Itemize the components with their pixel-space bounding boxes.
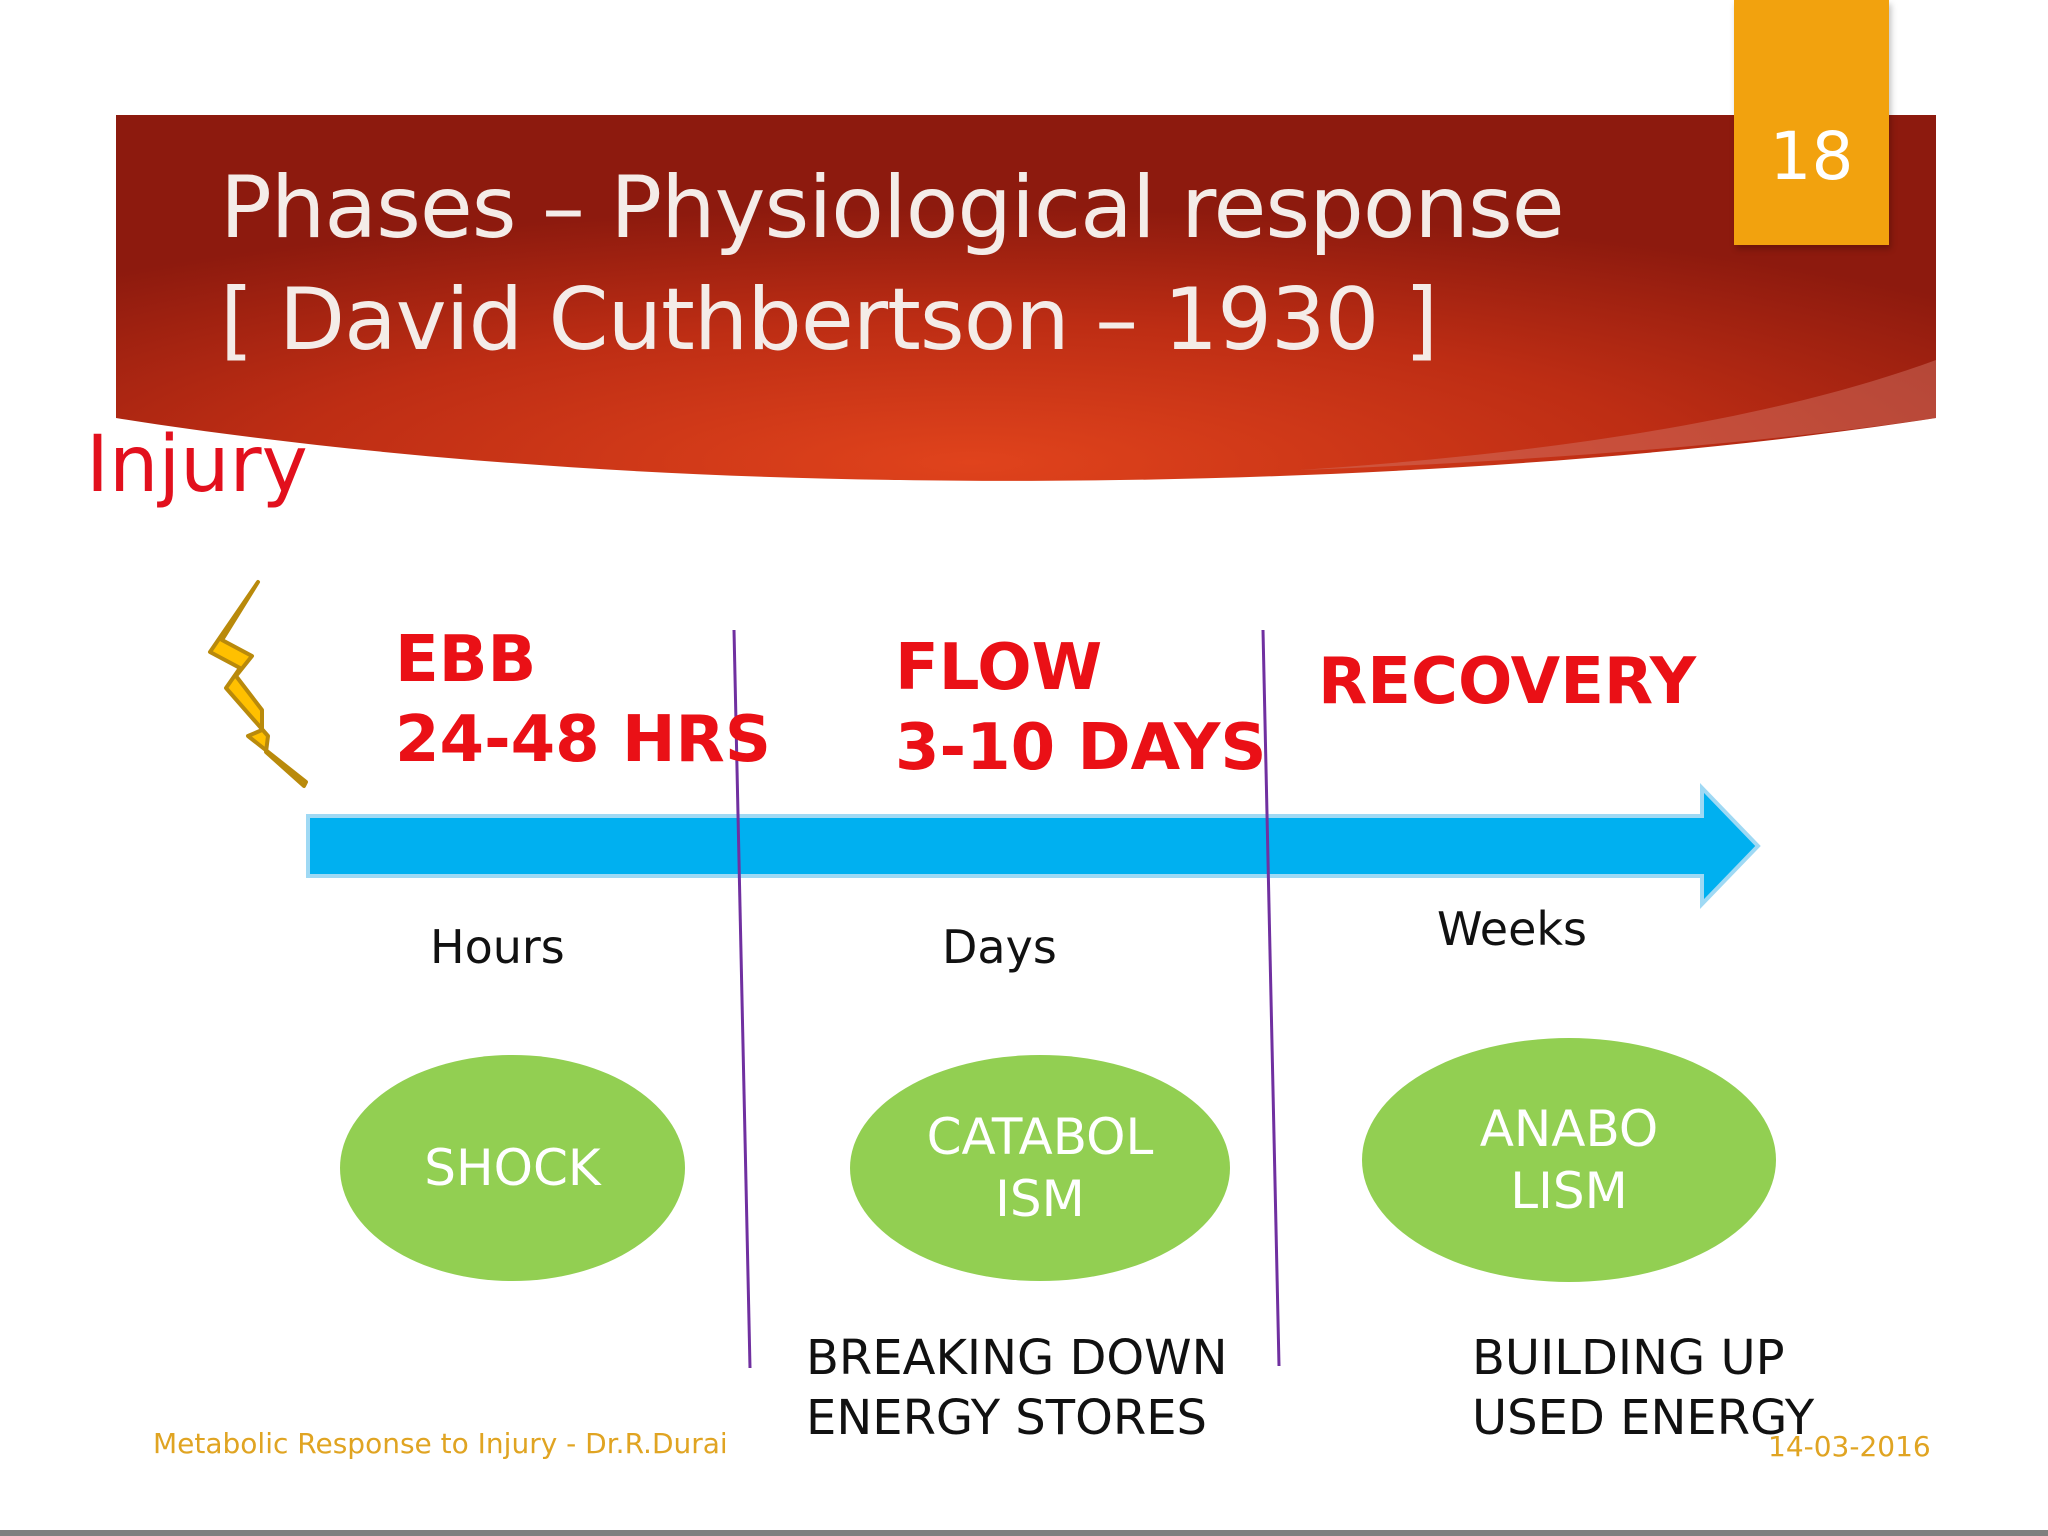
phase-flow-process-ellipse: CATABOL ISM — [850, 1055, 1230, 1281]
phase-flow-title-line-1: FLOW — [895, 631, 1103, 705]
phase-recovery-process: ANABO LISM — [1479, 1100, 1659, 1220]
injury-label: Injury — [86, 420, 308, 510]
phase-divider-1 — [732, 629, 752, 1369]
slide-title-line-2: [ David Cuthbertson – 1930 ] — [220, 270, 1438, 370]
slide-number-badge: 18 — [1734, 0, 1889, 245]
phase-ebb-process: SHOCK — [424, 1139, 601, 1197]
phase-recovery-time: Weeks — [1437, 902, 1587, 956]
phase-flow-title-line-2: 3-10 DAYS — [895, 711, 1267, 785]
bottom-border — [0, 1530, 2048, 1536]
timeline-arrow — [306, 783, 1761, 909]
phase-ebb-time: Hours — [430, 920, 565, 974]
footer-date: 14-03-2016 — [1768, 1430, 1931, 1463]
phase-ebb-title-line-1: EBB — [395, 623, 537, 697]
footer-left: Metabolic Response to Injury - Dr.R.Dura… — [153, 1427, 728, 1460]
phase-ebb-process-ellipse: SHOCK — [340, 1055, 685, 1281]
title-banner — [116, 115, 1936, 481]
lightning-icon — [208, 580, 308, 788]
phase-flow-title: FLOW 3-10 DAYS — [895, 628, 1266, 788]
phase-recovery-title: RECOVERY — [1318, 642, 1696, 722]
phase-flow-process: CATABOL ISM — [926, 1108, 1154, 1228]
phase-flow-time: Days — [942, 920, 1057, 974]
phase-recovery-process-ellipse: ANABO LISM — [1362, 1038, 1776, 1282]
phase-flow-description: BREAKING DOWN ENERGY STORES — [806, 1330, 1228, 1446]
phase-ebb-title-line-2: 24-48 HRS — [395, 703, 771, 777]
phase-recovery-description: BUILDING UP USED ENERGY — [1472, 1330, 1815, 1446]
slide-title-line-1: Phases – Physiological response — [220, 158, 1565, 258]
slide-number: 18 — [1769, 118, 1854, 195]
phase-recovery-title-line-1: RECOVERY — [1318, 645, 1697, 719]
phase-divider-2 — [1261, 629, 1281, 1367]
phase-diagram — [208, 580, 1761, 1369]
phase-ebb-title: EBB 24-48 HRS — [395, 620, 771, 780]
